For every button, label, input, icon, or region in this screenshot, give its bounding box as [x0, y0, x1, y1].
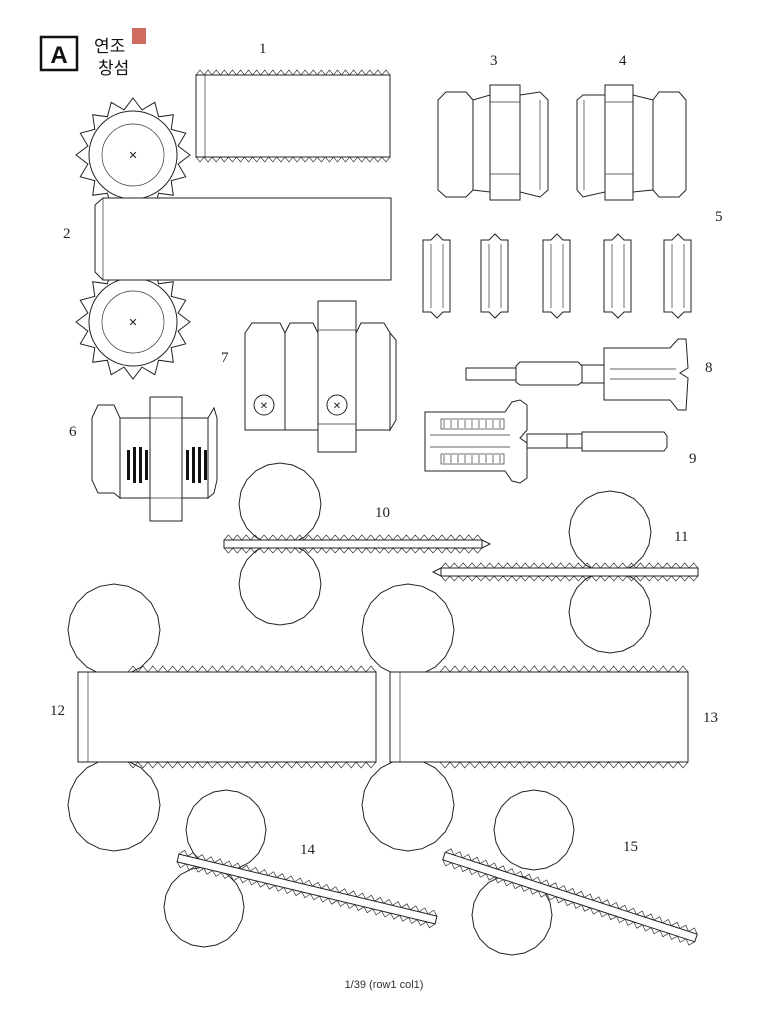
part-label-15: 15: [623, 839, 638, 855]
part-label-14: 14: [300, 842, 316, 858]
net-panel: [576, 94, 606, 198]
part-7: ✕ ✕: [244, 300, 397, 453]
part-label-8: 8: [705, 360, 713, 376]
badge-letter: A: [50, 42, 67, 69]
part-15: [442, 789, 698, 956]
part-labels: 1 2 3 4 5 6 7 8 9 10 11 12 13 14 15: [50, 41, 723, 858]
part-label-1: 1: [259, 41, 267, 57]
gear-bottom: ✕: [75, 264, 191, 380]
strip-piece: [542, 233, 571, 319]
net-panel: [489, 84, 521, 201]
gear-top: ✕: [75, 97, 191, 213]
net-panel: [519, 91, 549, 198]
part-4: [576, 84, 687, 201]
part-label-13: 13: [703, 710, 718, 726]
part-label-12: 12: [50, 703, 65, 719]
part-13: [361, 583, 689, 852]
gear-hub: [101, 290, 165, 354]
part-9: [424, 399, 668, 484]
box-panel: [77, 671, 377, 763]
gear-cross-icon: ✕: [128, 317, 137, 329]
net-panel: [472, 94, 491, 193]
part-label-9: 9: [689, 451, 697, 467]
disc-piece: [163, 866, 245, 948]
disc-piece: [238, 462, 322, 546]
svg-text:✕: ✕: [260, 401, 268, 412]
part-6: [91, 396, 218, 522]
strip-piece: [422, 233, 451, 319]
disc-piece: [185, 789, 267, 871]
part-5: [422, 233, 692, 319]
gear-cross-icon: ✕: [128, 150, 137, 162]
logo-line-2: 창섬: [98, 59, 129, 79]
disc-piece: [568, 490, 652, 574]
disc-piece: [67, 758, 161, 852]
strip-piece: [480, 233, 509, 319]
part-1: [195, 69, 391, 163]
box-panel: [389, 671, 689, 763]
net-panel: [437, 91, 474, 198]
part-14: [163, 789, 438, 948]
net-panel: [632, 94, 654, 193]
saw-strip: [223, 539, 483, 549]
part-12: [67, 583, 377, 852]
net-panel: [604, 84, 634, 201]
strip-piece: [603, 233, 632, 319]
part-label-7: 7: [221, 350, 229, 366]
gear-hub: [101, 123, 165, 187]
net-panel: [652, 91, 687, 198]
page-footer: 1/39 (row1 col1): [345, 979, 424, 991]
part-label-2: 2: [63, 226, 71, 242]
disc-piece: [568, 570, 652, 654]
part-label-4: 4: [619, 53, 627, 69]
disc-piece: [67, 583, 161, 677]
part-label-10: 10: [375, 505, 390, 521]
logo-line-1: 연조: [94, 37, 125, 57]
part-label-6: 6: [69, 424, 77, 440]
part-2: [94, 197, 392, 281]
seal-stamp: [132, 28, 146, 44]
svg-text:✕: ✕: [333, 401, 341, 412]
saw-strip: [440, 567, 699, 577]
part-label-5: 5: [715, 209, 723, 225]
disc-piece: [493, 789, 575, 871]
disc-piece: [238, 542, 322, 626]
part-11: [431, 490, 699, 654]
brand-logo: 연조 창섬: [94, 28, 146, 79]
part-label-11: 11: [674, 529, 688, 545]
part-3: [437, 84, 549, 201]
part-10: [223, 462, 492, 626]
part-8: [465, 338, 689, 411]
disc-piece: [361, 758, 455, 852]
strip-piece: [663, 233, 692, 319]
part-label-3: 3: [490, 53, 498, 69]
disc-piece: [361, 583, 455, 677]
sheet-badge: A: [39, 35, 79, 72]
